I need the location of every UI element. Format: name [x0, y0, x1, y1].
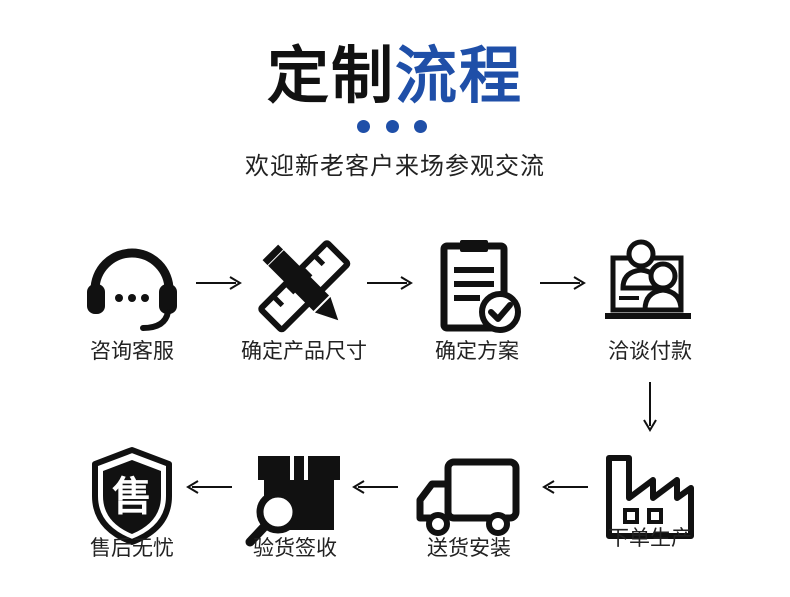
truck-icon: [412, 440, 522, 550]
arrow-right-2: [367, 276, 415, 290]
shield-char: 售: [112, 474, 152, 520]
arrow-right-3: [540, 276, 588, 290]
factory-icon: [595, 440, 705, 550]
pencil-ruler-icon: [250, 232, 360, 342]
title-dots: [357, 120, 427, 134]
subtitle: 欢迎新老客户来场参观交流: [245, 152, 545, 180]
step-label-production: 下单生产: [608, 526, 692, 550]
headset-icon: [77, 232, 187, 342]
box-magnifier-icon: [240, 440, 350, 550]
step-label-payment: 洽谈付款: [608, 339, 692, 363]
arrow-left-1: [540, 480, 588, 494]
people-icon: [595, 232, 705, 342]
arrow-left-2: [350, 480, 398, 494]
page-title: 定制流程: [0, 36, 790, 116]
arrow-left-3: [184, 480, 232, 494]
checklist-icon: [422, 232, 532, 342]
shield-shou-icon: 售: [77, 440, 187, 550]
arrow-right-1: [196, 276, 244, 290]
step-label-delivery: 送货安装: [427, 536, 511, 560]
step-label-plan: 确定方案: [435, 339, 519, 363]
arrow-down: [643, 382, 657, 434]
title-part-black: 定制: [266, 39, 395, 112]
title-part-blue: 流程: [395, 39, 524, 112]
step-label-size: 确定产品尺寸: [241, 339, 367, 363]
step-label-aftersales: 售后无忧: [90, 536, 174, 560]
step-label-consult: 咨询客服: [90, 339, 174, 363]
step-label-inspection: 验货签收: [253, 536, 337, 560]
